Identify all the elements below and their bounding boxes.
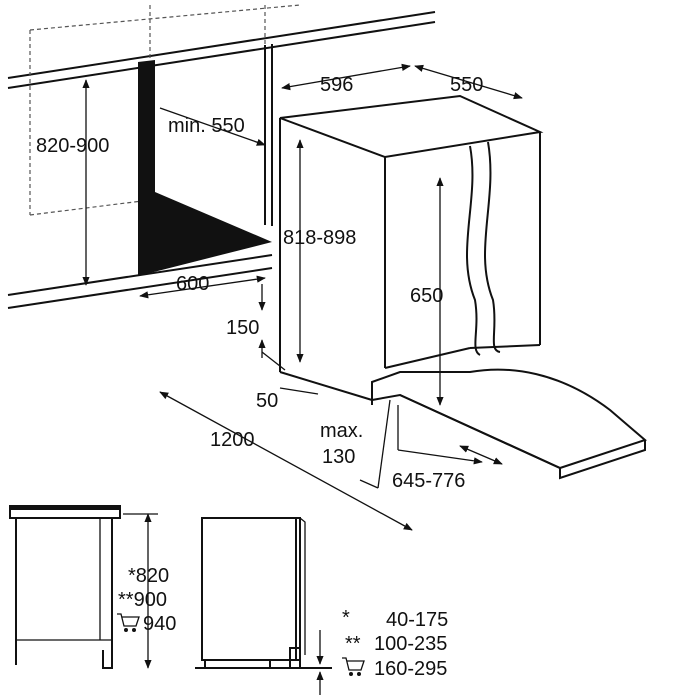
side-view-appliance (201, 517, 306, 669)
max-label: max. (320, 420, 363, 442)
legend-star-2: ** (345, 633, 361, 655)
depth-label: 550 (450, 74, 483, 96)
width-label: 596 (320, 74, 353, 96)
shopping-cart-icon (117, 613, 140, 632)
door-travel-label: 645-776 (392, 470, 465, 492)
dim-50-label: 50 (256, 390, 278, 412)
min-depth-label: min. 550 (168, 115, 245, 137)
legend-range-3: 160-295 (374, 658, 447, 680)
shopping-cart-icon (342, 657, 365, 676)
dim-150-label: 150 (226, 317, 259, 339)
appliance-height-label: 818-898 (283, 227, 356, 249)
door-panel (465, 141, 501, 356)
legend-range-2: 100-235 (374, 633, 447, 655)
niche-height-label: 820-900 (36, 135, 109, 157)
side-view-cabinet (9, 505, 121, 669)
height-900-label: **900 (118, 589, 167, 611)
niche-width-label: 600 (176, 273, 209, 295)
dishwasher-body (279, 94, 544, 401)
niche-side-panel (138, 60, 272, 276)
niche-outline (7, 4, 436, 309)
height-940-label: 940 (143, 613, 176, 635)
door-height-label: 650 (410, 285, 443, 307)
dim-1200-label: 1200 (210, 429, 255, 451)
plinth-board (371, 368, 647, 480)
max-130-label: 130 (322, 446, 355, 468)
height-820-label: *820 (128, 565, 169, 587)
legend-range-1: 40-175 (386, 609, 448, 631)
legend-star-1: * (342, 607, 350, 629)
dimension-lines (82, 63, 523, 531)
